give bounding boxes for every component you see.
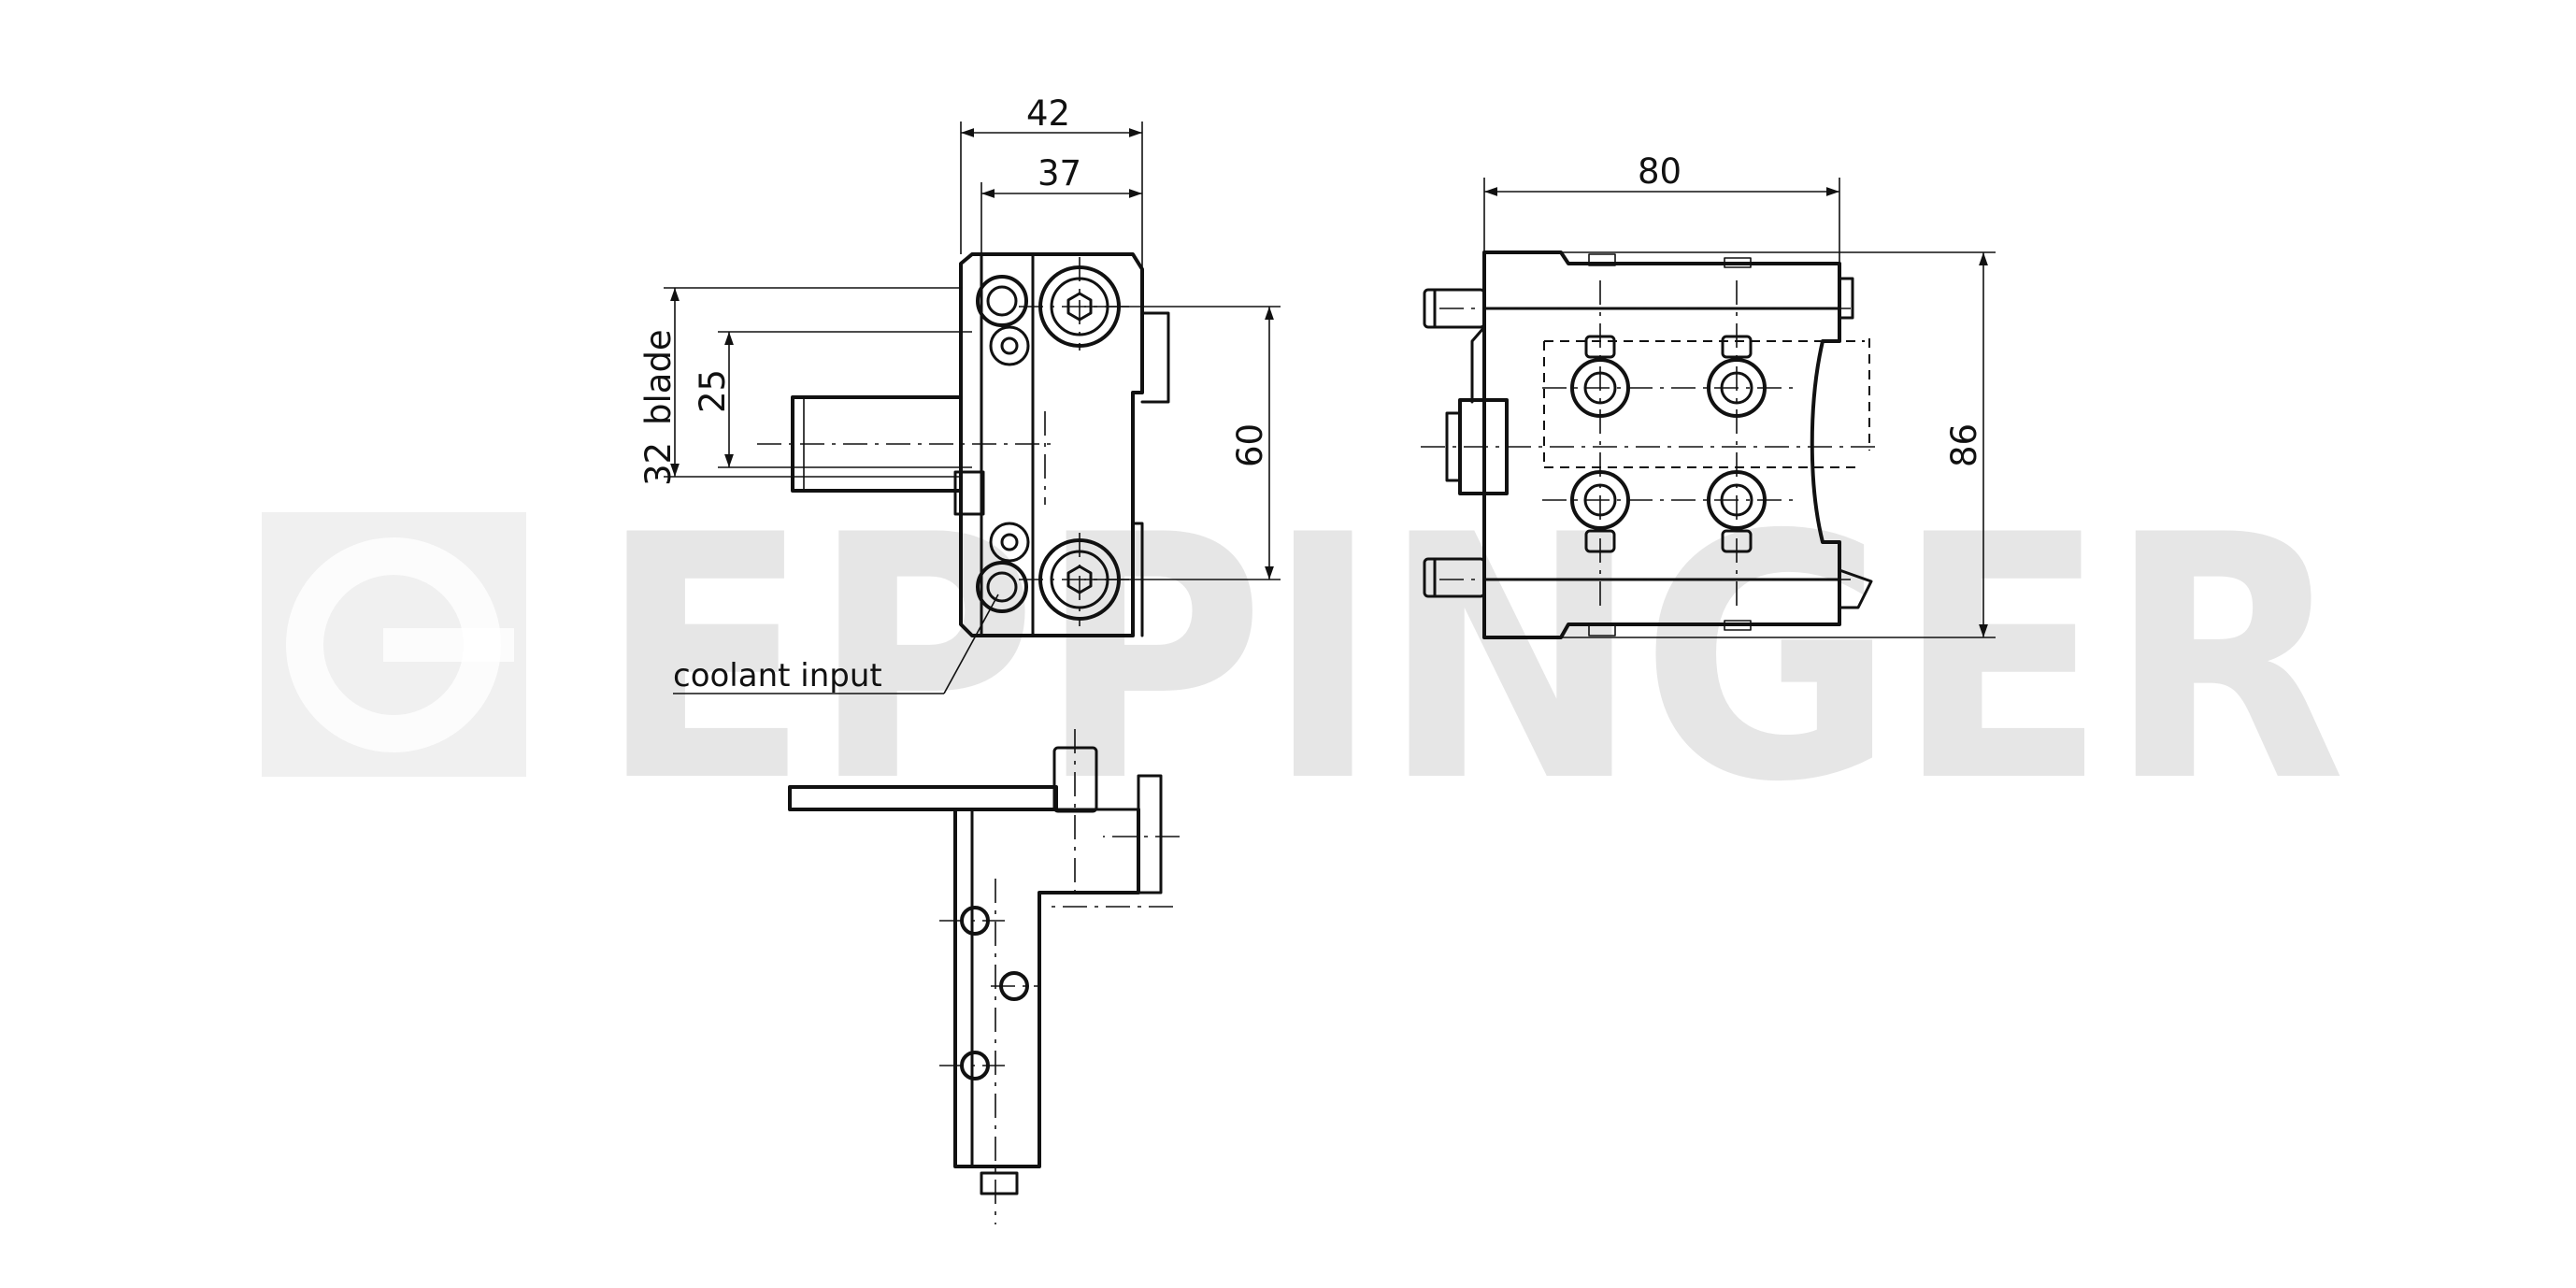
side-pin-bottom xyxy=(1423,557,1486,598)
front-dimensions: 42 37 60 25 32 blade xyxy=(638,93,1281,580)
dim-60: 60 xyxy=(1230,423,1270,467)
watermark-text: EPPINGER xyxy=(598,464,2346,855)
front-side-plate xyxy=(1140,311,1170,404)
dim-25: 25 xyxy=(693,369,733,413)
dim-blade: blade xyxy=(638,329,679,425)
side-dimensions: 80 86 xyxy=(1483,151,1996,638)
top-view xyxy=(788,729,1180,1224)
top-body-outline xyxy=(953,808,1140,1168)
dim-37: 37 xyxy=(1038,153,1081,193)
front-coolant-ports xyxy=(976,275,1030,613)
coolant-input-label: coolant input xyxy=(673,657,882,694)
watermark: EPPINGER xyxy=(262,464,2346,855)
dim-86: 86 xyxy=(1944,423,1984,467)
dim-32: 32 xyxy=(638,442,679,486)
coolant-input-callout: coolant input xyxy=(673,594,999,694)
dim-80: 80 xyxy=(1638,151,1682,192)
dim-42: 42 xyxy=(1026,93,1070,134)
side-view xyxy=(1421,250,1879,639)
